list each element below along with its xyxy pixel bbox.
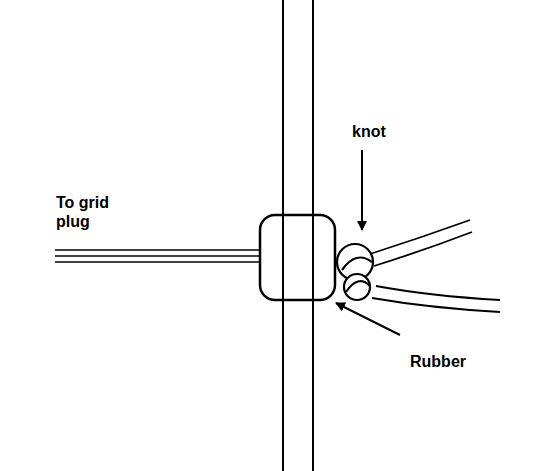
knot-pointer	[361, 150, 363, 230]
rubber-grommet	[260, 215, 335, 300]
cable-label: To grid plug	[56, 193, 128, 231]
part-label: Rubber	[410, 352, 466, 371]
part-label: knot	[352, 122, 386, 141]
inner-wires	[370, 220, 500, 312]
grid-cable	[55, 250, 262, 262]
panel-wall	[283, 0, 313, 471]
rubber-pointer	[336, 303, 400, 335]
cable-knot	[337, 244, 373, 300]
